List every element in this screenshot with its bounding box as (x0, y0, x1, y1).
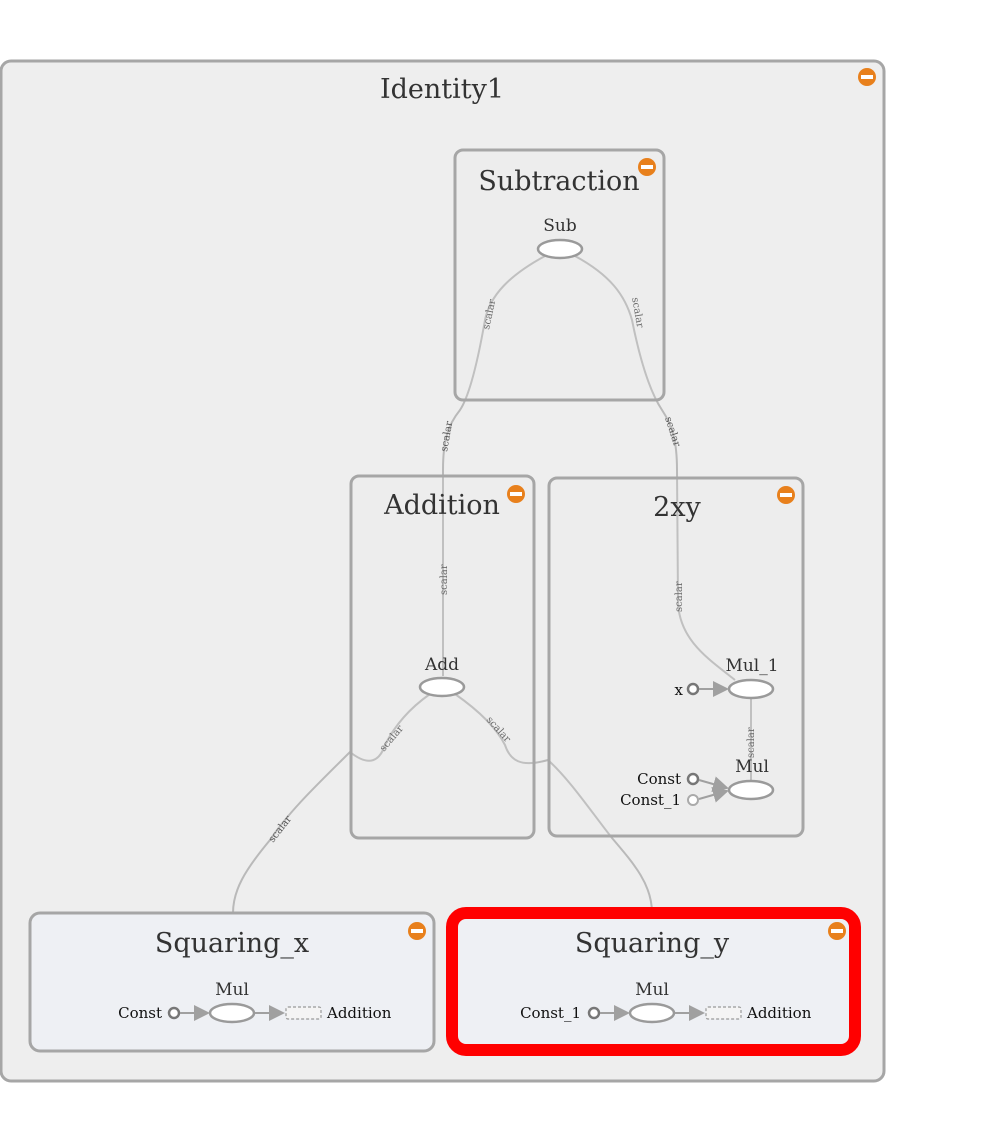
sqy-input-label: Const_1 (520, 1004, 581, 1022)
input-x-node[interactable] (686, 682, 700, 696)
addition-title: Addition (383, 490, 500, 521)
edge-label-6: scalar (674, 581, 685, 612)
input-const-label: Const (637, 770, 681, 788)
edge-label-3: scalar (439, 420, 455, 452)
sqy-op-node[interactable] (628, 1002, 676, 1024)
sqy-output-label: Addition (746, 1004, 812, 1022)
input-const-node[interactable] (686, 772, 700, 786)
edge-label-10: scalar (746, 727, 757, 758)
subtraction-title: Subtraction (478, 166, 639, 197)
sqx-input-label: Const (118, 1004, 162, 1022)
sub-op-node[interactable] (536, 238, 584, 260)
edge-add-sqx (232, 693, 431, 914)
mul1-op-label: Mul_1 (725, 656, 778, 676)
squaring-y-collapse-icon[interactable] (828, 922, 846, 940)
addition-collapse-icon[interactable] (507, 485, 525, 503)
input-x-label: x (675, 681, 684, 699)
edge-label-2: scalar (629, 297, 645, 329)
mul1-op-node[interactable] (727, 678, 775, 700)
sqx-op-label: Mul (215, 980, 249, 1000)
twoxy-title: 2xy (653, 492, 701, 523)
edge-label-5: scalar (439, 564, 450, 595)
subtraction-collapse-icon[interactable] (638, 158, 656, 176)
input-const1-label: Const_1 (620, 791, 681, 809)
addition-group[interactable]: Addition Add (349, 474, 536, 840)
sqx-output-node[interactable] (285, 1006, 322, 1020)
edge-sub-2xy (574, 255, 736, 681)
sqy-input-node[interactable] (587, 1006, 601, 1020)
sqx-output-label: Addition (326, 1004, 392, 1022)
squaring-x-group[interactable]: Squaring_x Mul Const Addition (28, 911, 436, 1053)
sqx-op-node[interactable] (208, 1002, 256, 1024)
identity1-title: Identity1 (380, 74, 504, 105)
squaring-x-collapse-icon[interactable] (408, 922, 426, 940)
input-const1-node[interactable] (687, 794, 699, 806)
add-op-label: Add (424, 655, 459, 675)
squaring-y-group[interactable]: Squaring_y Mul Const_1 Addition (446, 907, 861, 1056)
sqx-input-node[interactable] (167, 1006, 181, 1020)
squaring-y-title: Squaring_y (575, 928, 730, 959)
mul-op-node[interactable] (727, 779, 775, 801)
edge-add-sqy (454, 693, 653, 914)
twoxy-collapse-icon[interactable] (777, 486, 795, 504)
squaring-x-title: Squaring_x (155, 928, 309, 959)
selection-highlight (446, 907, 861, 1056)
twoxy-group[interactable]: 2xy Mul_1 x Mul Const Const_1 (547, 476, 805, 838)
identity1-collapse-icon[interactable] (858, 68, 876, 86)
subtraction-group[interactable]: Subtraction Sub (453, 148, 666, 402)
sqy-op-label: Mul (635, 980, 669, 1000)
sub-op-label: Sub (543, 216, 577, 236)
edge-sub-add (442, 255, 546, 676)
add-op-node[interactable] (418, 676, 466, 698)
mul-op-label: Mul (735, 757, 769, 777)
sqy-output-node[interactable] (705, 1006, 742, 1020)
